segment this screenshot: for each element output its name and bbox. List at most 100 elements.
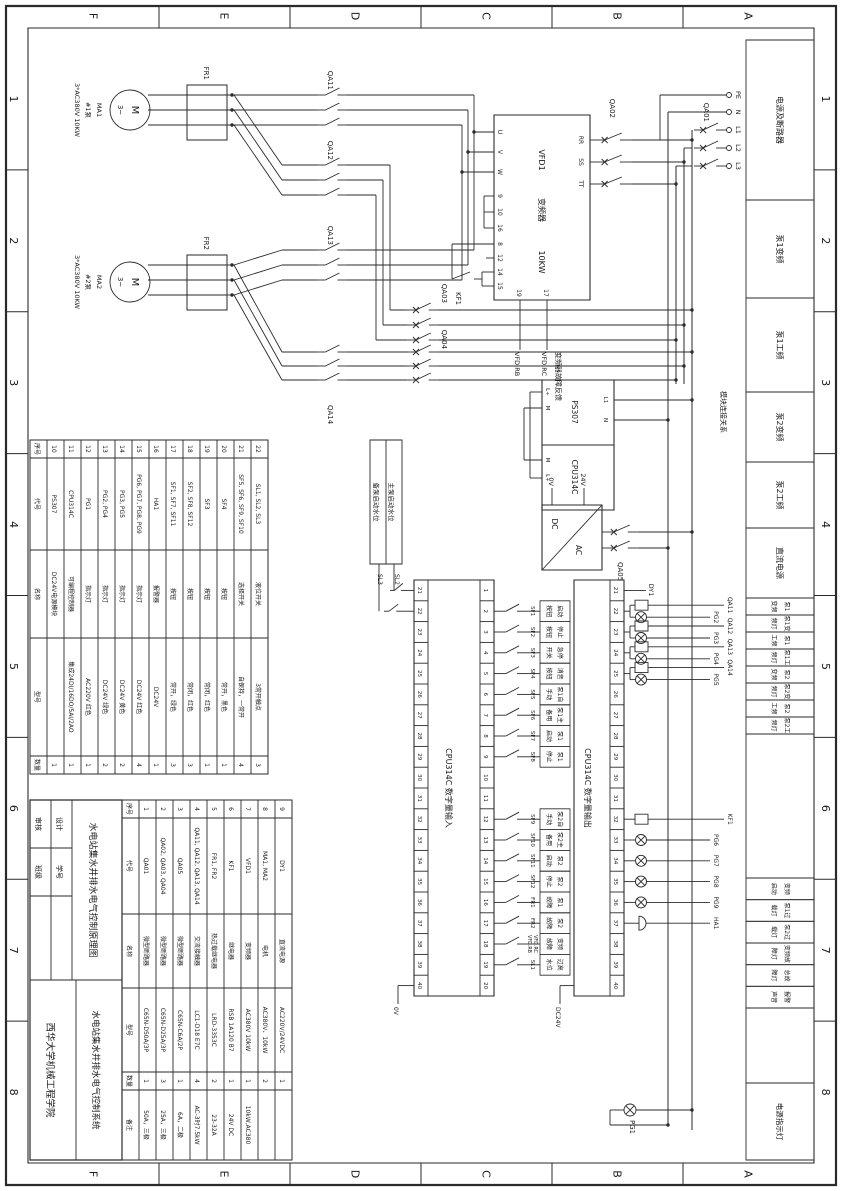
- bom-cell: 按钮: [186, 588, 194, 600]
- contactor-contact: [325, 103, 339, 110]
- di-label: 急停: [556, 647, 564, 659]
- di-contact: [506, 667, 519, 674]
- bom-cell: PG6, PG7, PG8, PG9: [135, 474, 142, 534]
- bom-cell: 1: [278, 1079, 285, 1083]
- zone-label: 泵1变频: [775, 234, 785, 263]
- di-tag: SF2: [529, 627, 535, 637]
- bom-cell: QA05: [176, 858, 183, 875]
- do-term-num: 32: [612, 816, 618, 823]
- di-contact: [506, 812, 519, 819]
- di-tag: SF6: [529, 710, 535, 721]
- di-term-num: 7: [482, 713, 488, 717]
- grid-col-label: 1: [7, 95, 20, 102]
- school-name: 西华大学机械工程学院: [44, 1022, 56, 1118]
- motor-pump: #2泵: [84, 274, 92, 291]
- wire: [637, 634, 645, 642]
- zone-label: 载灯: [770, 904, 778, 916]
- zone-label: 频灯: [770, 719, 778, 731]
- do-lamp-tag: PG3: [712, 632, 719, 644]
- di-term-num: 40: [416, 982, 422, 989]
- bom-cell: 集成24DI/16DO/5AI/2AO: [67, 661, 75, 733]
- di-term-num: 34: [416, 857, 422, 864]
- bom-cell: 数量: [125, 1075, 133, 1087]
- di-term-num: 18: [482, 941, 488, 948]
- grid-col-label: 2: [819, 237, 832, 244]
- bom-cell: 1: [50, 763, 57, 767]
- do-buzzer-tag: HA1: [712, 917, 719, 930]
- do-coil-tag: QA11: [726, 597, 733, 614]
- di-tag: FR2: [529, 918, 535, 928]
- psu-term: L+: [544, 474, 550, 482]
- do-term-num: 35: [612, 878, 618, 885]
- zone-label: 工频: [770, 634, 778, 646]
- di-tag: SF8: [529, 752, 535, 763]
- bom-cell: 2: [101, 763, 108, 767]
- zone-box: [746, 900, 814, 922]
- di-label: 按钮: [545, 626, 553, 638]
- zone-label: 声音: [770, 991, 778, 1003]
- bom-cell: 14: [118, 445, 125, 453]
- motor-m: M: [129, 106, 140, 115]
- zone-label: 泵2变频: [775, 412, 785, 441]
- contactor-contact: [325, 273, 339, 280]
- qa01-pole: [703, 123, 718, 130]
- zone-label: 泵2过: [783, 924, 791, 940]
- grid-row-label: D: [349, 1170, 362, 1178]
- bom-cell: 常开，黑色: [220, 682, 228, 712]
- di-tag: SL1: [529, 960, 535, 970]
- qa03-label: QA03: [440, 284, 448, 303]
- bom-cell: SF5, SF6, SF9, SF10: [237, 474, 244, 534]
- do-term-num: 21: [612, 587, 618, 594]
- bom-cell: 名称: [125, 945, 133, 957]
- di-rail-0v: 0V: [392, 1007, 399, 1016]
- contactor-contact: [325, 345, 339, 352]
- di-term-num: 4: [482, 651, 488, 655]
- acdc-24v: 24V: [579, 473, 587, 486]
- zone-box-empty: [746, 734, 814, 878]
- di-contact: [506, 833, 519, 840]
- di-term-num: 17: [482, 920, 488, 927]
- di-tag: SF12: [529, 875, 535, 889]
- wire: [413, 322, 419, 328]
- qa02-label: QA02: [608, 99, 616, 118]
- di-label: 备用: [545, 834, 553, 846]
- wire: [700, 163, 706, 169]
- supply-terminal-label: L3: [734, 162, 742, 170]
- bom-cell: 18: [186, 445, 193, 453]
- grid-row-label: C: [480, 1170, 493, 1178]
- digital-output-block: CPU314C 数字量输出 DC24V: [554, 748, 593, 1028]
- sl3-tag: SL3: [376, 574, 383, 585]
- kf1-contact-label: KF1: [454, 292, 462, 305]
- field-design: 设计: [55, 817, 64, 831]
- contactor-contact: [325, 158, 339, 165]
- bom-cell: 按钮: [203, 588, 211, 600]
- bom-cell: 4: [193, 1079, 200, 1083]
- bom-cell: 1: [142, 1079, 149, 1083]
- grid-row-label: B: [611, 12, 624, 20]
- bom-cell: AC380V、10kW: [261, 1007, 268, 1054]
- di-term-num: 22: [416, 608, 422, 615]
- wire: [626, 1106, 634, 1114]
- zone-label: 频灯: [770, 617, 778, 629]
- junction-dot: [230, 293, 234, 297]
- di-label: 泵2自: [556, 811, 564, 827]
- bom-cell: DC24V 绿色: [101, 680, 109, 714]
- bom-cell: 直流电源: [278, 939, 286, 963]
- di-tag: SF9: [529, 814, 535, 825]
- zone-box: [746, 666, 814, 683]
- bom-cell: 序号: [33, 443, 41, 455]
- di-term-num: 5: [482, 672, 488, 676]
- bom-cell: 代号: [33, 498, 41, 510]
- grid-col-label: 7: [7, 947, 20, 954]
- pg1-label: PG1: [628, 1120, 636, 1134]
- do-term-num: 40: [612, 982, 618, 989]
- wire: [234, 295, 282, 380]
- bom-cell: PG2, PG4: [101, 490, 108, 518]
- wire: [637, 899, 645, 907]
- vfd-term: 19: [515, 289, 522, 297]
- do-coil-tag: QA13: [726, 639, 733, 656]
- do-term-num: 39: [612, 961, 618, 968]
- do-coil-tag: QA14: [726, 659, 733, 676]
